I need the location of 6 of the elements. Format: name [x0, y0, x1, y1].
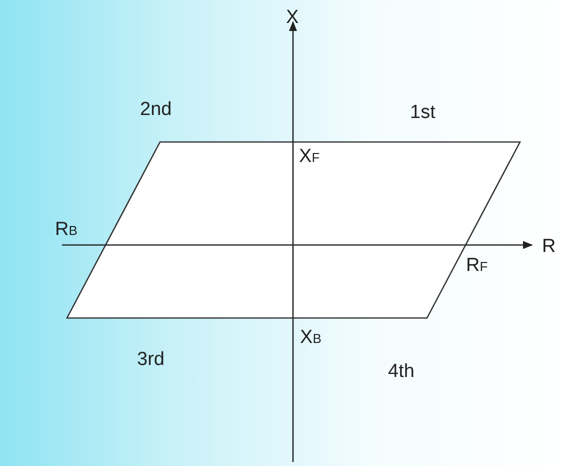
quadrant-label: 1st [410, 103, 436, 122]
axis-label: X [286, 8, 299, 27]
axis-label: R [542, 237, 556, 256]
quadrant-label: 3rd [137, 350, 164, 369]
quadrant-label: 2nd [140, 100, 172, 119]
quadrant-label: 4th [388, 362, 414, 381]
